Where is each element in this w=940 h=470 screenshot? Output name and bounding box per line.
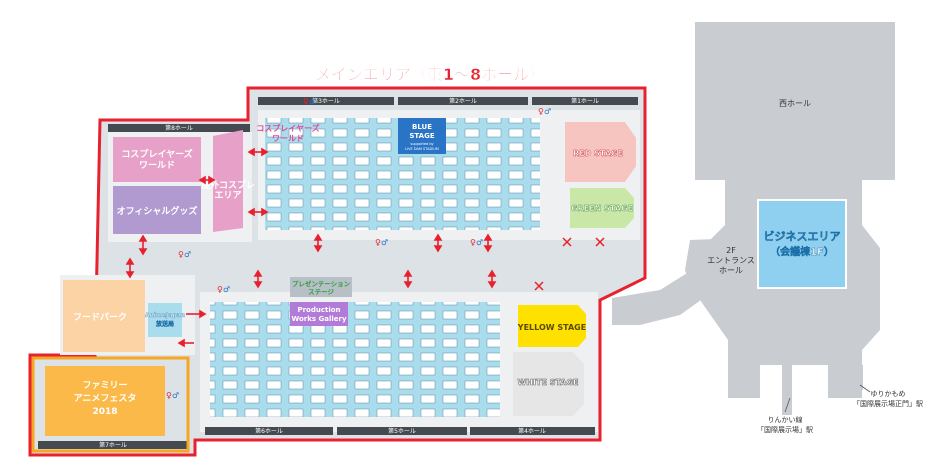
restroom-icon: ♀ — [217, 285, 223, 294]
restroom-icons: ♀ ♂ ♀ ♂ ♀ ♂ ♀ ♂ ♀ ♂ ♀ ♂ ♀ ♂ — [166, 97, 551, 400]
hall-4-label: 第4ホール — [518, 427, 546, 435]
animejapan-booth-label-1: AnimeJapan — [145, 312, 185, 319]
yurikamome-station-label-1: ゆりかもめ — [871, 390, 906, 398]
entrance-hall — [685, 238, 750, 300]
restroom-icon: ♀ — [538, 107, 544, 116]
blue-stage — [398, 118, 446, 154]
svg-text:♂: ♂ — [544, 107, 551, 116]
yellow-stage — [518, 305, 586, 347]
hall-1-label: 第1ホール — [571, 97, 599, 105]
family-fest-label-3: 2018 — [92, 407, 117, 417]
red-stage — [565, 122, 636, 182]
food-park-label: フードパーク — [73, 311, 127, 323]
family-anime-festa — [45, 366, 165, 436]
hall-8-label: 第8ホール — [165, 124, 193, 132]
animejapan-booth-label-2: 放送局 — [155, 320, 174, 328]
restroom-icon: ♀ — [470, 238, 476, 247]
white-stage — [513, 352, 584, 416]
hall-7-label: 第7ホール — [99, 441, 127, 449]
animejapan-booth — [148, 303, 182, 337]
booth-block-halls-4-6 — [210, 302, 500, 417]
green-stage — [570, 188, 634, 228]
hall-6-label: 第6ホール — [255, 427, 283, 435]
cosplayer-world-left — [113, 137, 201, 182]
blue-stage-sub-2: LIVE DAM STADIUM — [405, 147, 439, 151]
entrance-label-2: エントランス — [707, 256, 755, 265]
presentation-stage — [290, 277, 352, 297]
business-area — [757, 199, 847, 289]
blue-stage-label-1: BLUE — [412, 123, 432, 131]
official-goods — [113, 186, 201, 234]
closed-marks — [534, 237, 605, 291]
outside-buildings — [612, 22, 895, 415]
direction-arrows — [125, 147, 497, 348]
family-fest-label-2: アニメフェスタ — [74, 392, 137, 404]
rinkai-station-label-1: りんかい線 — [768, 415, 803, 424]
hall-5-label: 第5ホール — [388, 427, 416, 435]
presentation-stage-label-2: ステージ — [308, 288, 334, 296]
svg-text:♂: ♂ — [172, 391, 179, 400]
presentation-stage-label-1: プレゼンテーション — [292, 279, 351, 288]
production-works-label-1: Production — [297, 306, 340, 314]
yellow-stage-label: YELLOW STAGE — [517, 323, 586, 332]
svg-text:♂: ♂ — [184, 250, 191, 259]
green-stage-label: GREEN STAGE — [571, 204, 633, 213]
hall-3-label: 第3ホール — [312, 97, 340, 105]
cosplayer-world-left-label-2: ワールド — [139, 160, 175, 171]
blue-stage-label-2: STAGE — [409, 132, 434, 140]
restroom-icon: ♀ — [166, 391, 172, 400]
business-area-label-1: ビジネスエリア — [764, 229, 841, 243]
outdoor-cosplay-label-2: エリア — [214, 190, 241, 201]
yurikamome-station-label-2: 「国際展示場正門」駅 — [853, 399, 923, 408]
rinkai-station-label-2: 「国際展示場」駅 — [757, 425, 813, 434]
svg-text:♂: ♂ — [223, 285, 230, 294]
main-area-title: メインエリア（東1〜8ホール） — [315, 65, 545, 84]
family-fest-label-1: ファミリー — [82, 380, 127, 391]
restroom-icon: ♀ — [303, 97, 309, 106]
family-anime-festa-frame — [31, 356, 190, 453]
svg-text:♂: ♂ — [309, 97, 316, 106]
svg-text:♂: ♂ — [476, 238, 483, 247]
title-badge: メインエリア（東1〜8ホール） — [305, 62, 555, 84]
cosplayer-world-top-label-2: ワールド — [272, 134, 304, 143]
outdoor-cosplay-label-1: 屋外コスプレ — [201, 179, 255, 191]
food-park — [63, 280, 145, 352]
business-area-label-2: （会議棟1F） — [770, 245, 834, 258]
entrance-label-1: 2F — [726, 246, 736, 255]
production-works-gallery — [290, 302, 348, 326]
cosplayer-world-top-label-1: コスプレイヤーズ — [256, 123, 319, 133]
hall-tabs — [38, 97, 638, 449]
cosplayer-world-left-label-1: コスプレイヤーズ — [121, 148, 192, 160]
restroom-icon: ♀ — [375, 238, 381, 247]
hall-2-label: 第2ホール — [449, 97, 477, 105]
svg-text:♂: ♂ — [381, 238, 388, 247]
production-works-label-2: Works Gallery — [291, 315, 346, 323]
restroom-icon: ♀ — [178, 250, 184, 259]
white-stage-label: WHITE STAGE — [517, 378, 578, 387]
red-stage-label: RED STAGE — [573, 149, 623, 158]
west-hall-label: 西ホール — [779, 99, 811, 108]
entrance-label-3: ホール — [719, 266, 743, 275]
outdoor-cosplay-area — [213, 130, 243, 232]
official-goods-label: オフィシャルグッズ — [117, 205, 198, 217]
blue-stage-sub-1: supported by — [410, 142, 433, 146]
